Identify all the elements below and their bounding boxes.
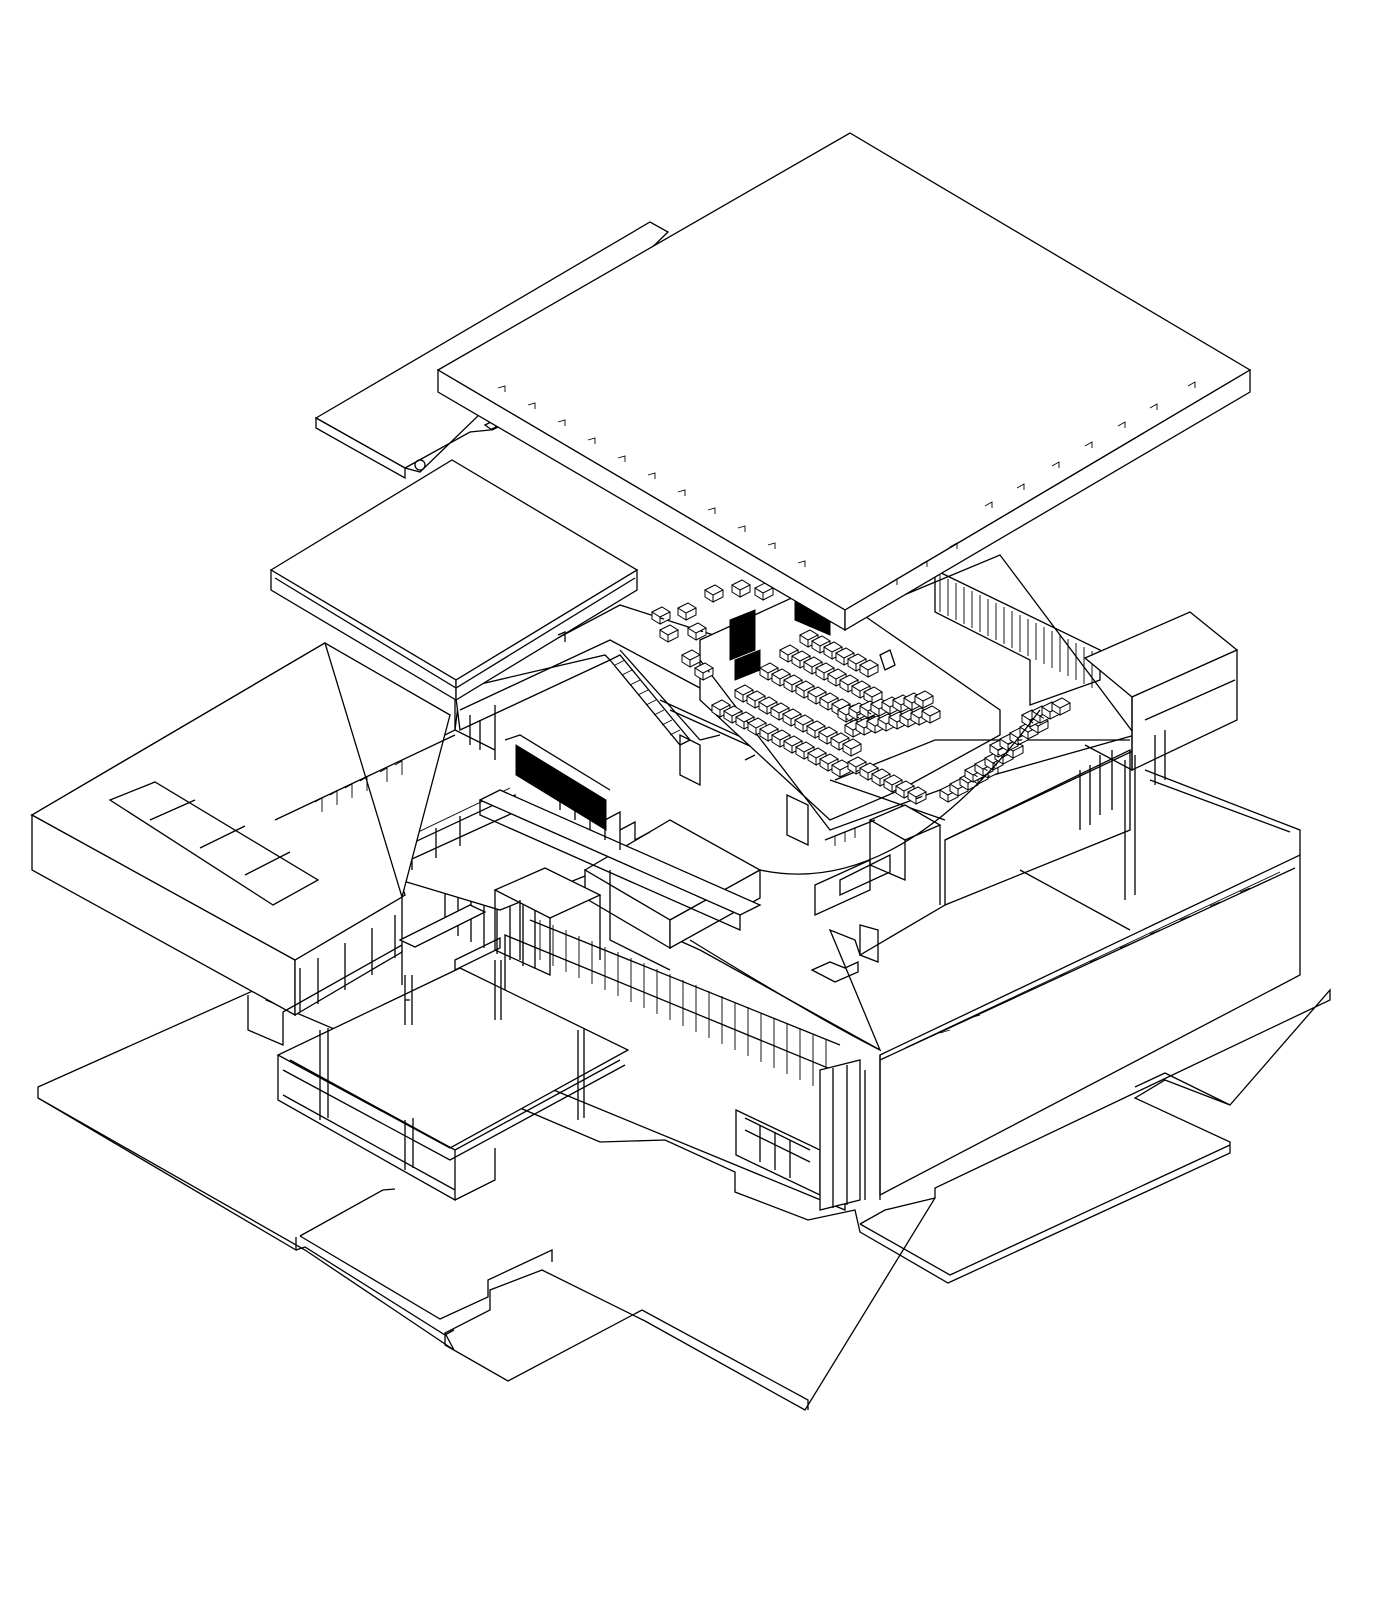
seat [676,602,698,621]
seat [920,705,942,724]
seat [913,690,935,709]
seat [658,624,680,643]
seat [730,579,752,598]
connector-bridge [398,904,501,972]
chairs [274,734,456,821]
seat [858,659,880,678]
seat [686,622,708,641]
upper-side-slab [269,459,639,702]
seat [906,786,928,805]
seat [650,606,672,625]
roof-slab [436,132,1252,632]
seat [680,649,702,668]
seat [1050,697,1072,716]
seat [841,738,863,757]
lower-level [276,769,1301,1211]
seat [703,584,725,603]
seat [693,662,715,681]
left-upper-block [30,642,451,1046]
